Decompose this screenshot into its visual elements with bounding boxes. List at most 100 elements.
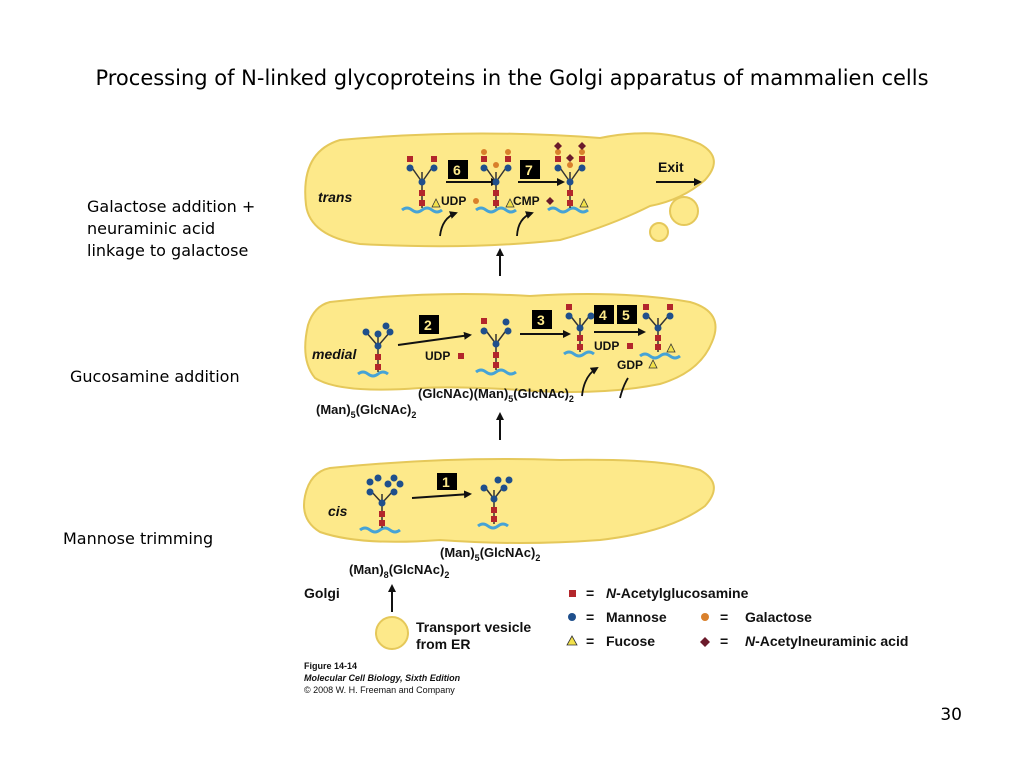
udp-medial: UDP: [425, 349, 450, 363]
formula-subscript: 5: [475, 553, 480, 563]
formula-subscript: 5: [351, 410, 356, 420]
cis-cisterna: cis 1: [303, 458, 715, 544]
glcnac-donor: [458, 353, 464, 359]
exit-label: Exit: [658, 159, 684, 175]
udp-trans-arrow: [439, 211, 458, 237]
legend-fucose-label: Fucose: [606, 633, 655, 649]
glycan-cis-2: [477, 476, 513, 530]
formula-part: (GlcNAc): [356, 402, 412, 417]
page-number: 30: [940, 705, 962, 725]
formula-subscript: 8: [384, 570, 389, 580]
formula-subscript: 2: [535, 553, 540, 563]
legend-galactose-swatch: [701, 613, 709, 621]
formula-subscript: 2: [444, 570, 449, 580]
legend-glcnac-rest: -Acetylglucosamine: [616, 585, 748, 601]
step-2-number: 2: [424, 317, 432, 333]
cis-cisterna-body: [303, 458, 715, 544]
step-6-box: [448, 160, 468, 179]
legend-neuraminic-rest: -Acetylneuraminic acid: [755, 633, 908, 649]
formula-man8: (Man)8(GlcNAc)2: [349, 562, 449, 580]
glycan-trans-1: [401, 156, 443, 214]
figure-caption-copyright: © 2008 W. H. Freeman and Company: [304, 685, 455, 695]
trans-label-line: neuraminic acid: [87, 219, 216, 238]
legend-glcnac-label: N-Acetylglucosamine: [606, 585, 749, 601]
step-5-box: [617, 305, 637, 324]
exit-vesicle-small: [649, 222, 669, 242]
formula-subscript: 2: [569, 394, 574, 404]
step-2-box: [419, 315, 439, 334]
legend-equals: =: [720, 633, 728, 649]
legend-equals: =: [586, 609, 594, 625]
step-3-box: [532, 310, 552, 329]
slide-title: Processing of N-linked glycoproteins in …: [95, 66, 929, 90]
medial-label: Gucosamine addition: [70, 367, 240, 386]
medial-compartment-label: medial: [312, 346, 357, 362]
cis-label: Mannose trimming: [63, 529, 214, 548]
trans-label-line: linkage to galactose: [87, 241, 249, 260]
glycan-medial-2: [475, 318, 517, 376]
legend-n-prefix: N: [606, 585, 617, 601]
formula-subscript: 5: [508, 394, 513, 404]
formula-part: (GlcNAc)(Man): [418, 386, 508, 401]
neuraminic-donor: [546, 197, 554, 205]
galactose-donor: [473, 198, 479, 204]
trans-label: Galactose addition + neuraminic acid lin…: [87, 196, 255, 262]
glycan-medial-4: [639, 304, 681, 360]
gdp-arrow: [619, 377, 629, 399]
medial-cisterna-body: [304, 293, 717, 393]
legend-n-prefix: N: [745, 633, 756, 649]
step-3-number: 3: [537, 312, 545, 328]
legend: = N-Acetylglucosamine = Mannose = Galact…: [566, 585, 908, 649]
vesicle-label-line2: from ER: [416, 636, 470, 652]
glcnac-donor-2: [627, 343, 633, 349]
udp-medial-arrow: [581, 366, 599, 397]
cis-compartment-label: cis: [328, 503, 348, 519]
udp-trans: UDP: [441, 194, 466, 208]
vesicle-label-line1: Transport vesicle: [416, 619, 531, 635]
legend-fucose-swatch: [566, 635, 578, 646]
udp-medial-2: UDP: [594, 339, 619, 353]
glycan-trans-3: [547, 142, 589, 214]
formula-part: (Man): [349, 562, 384, 577]
step-1-arrow: [411, 490, 472, 499]
medial-cisterna: medial 2 UDP 3: [304, 293, 717, 399]
trans-cisterna: trans Exit 6 UDP: [304, 132, 715, 248]
trans-compartment-label: trans: [318, 189, 352, 205]
step-4-box: [594, 305, 614, 324]
cmp-label: CMP: [513, 194, 540, 208]
step-1-number: 1: [442, 474, 450, 490]
step-2-arrow: [397, 331, 472, 346]
formula-man5-cis: (Man)5(GlcNAc)2: [440, 545, 540, 563]
legend-glcnac-swatch: [569, 590, 576, 597]
legend-equals: =: [586, 633, 594, 649]
step-5-number: 5: [622, 307, 630, 323]
formula-glcnac-man5: (GlcNAc)(Man)5(GlcNAc)2: [418, 386, 574, 404]
figure-caption-number: Figure 14-14: [304, 661, 357, 671]
cmp-arrow: [516, 211, 534, 237]
formula-subscript: 2: [411, 410, 416, 420]
trans-label-line: Galactose addition +: [87, 197, 256, 216]
gdp-label: GDP: [617, 358, 643, 372]
legend-neuraminic-swatch: [700, 637, 710, 647]
glycan-cis-1: [359, 474, 404, 534]
glycan-medial-1: [357, 322, 394, 378]
step-4-number: 4: [599, 307, 607, 323]
step-7-number: 7: [525, 162, 533, 178]
formula-part: (GlcNAc): [389, 562, 445, 577]
fucose-donor: [648, 359, 658, 369]
legend-equals: =: [586, 585, 594, 601]
exit-vesicle-large: [669, 196, 699, 226]
legend-mannose-label: Mannose: [606, 609, 667, 625]
golgi-label: Golgi: [304, 585, 340, 601]
formula-part: (Man): [440, 545, 475, 560]
legend-neuraminic-label: N-Acetylneuraminic acid: [745, 633, 908, 649]
step-1-box: [437, 473, 457, 490]
legend-mannose-swatch: [568, 613, 576, 621]
legend-galactose-label: Galactose: [745, 609, 812, 625]
glycan-medial-3: [563, 304, 595, 358]
step-7-box: [520, 160, 540, 179]
figure-caption-book: Molecular Cell Biology, Sixth Edition: [304, 673, 461, 683]
formula-man5-medial: (Man)5(GlcNAc)2: [316, 402, 416, 420]
formula-part: (GlcNAc): [480, 545, 536, 560]
